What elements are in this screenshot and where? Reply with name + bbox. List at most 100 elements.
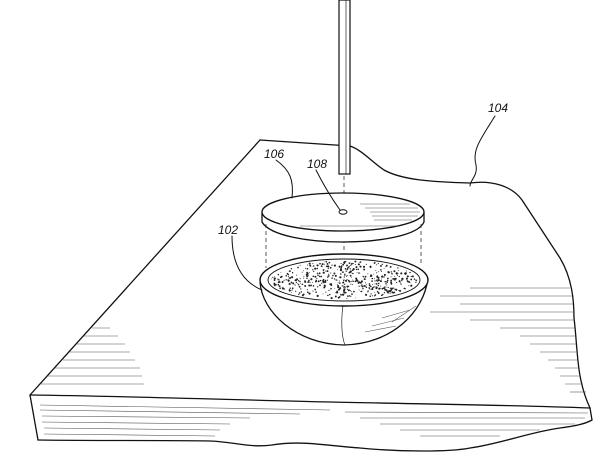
speckle-dot xyxy=(344,268,347,270)
speckle-dot xyxy=(374,291,376,293)
speckle-dot xyxy=(323,261,325,263)
speckle-dot xyxy=(377,282,380,285)
speckle-dot xyxy=(316,277,318,279)
speckle-dot xyxy=(289,277,292,279)
speckle-dot xyxy=(338,265,341,268)
speckle-dot xyxy=(345,270,347,272)
speckle-dot xyxy=(312,265,315,267)
speckle-dot xyxy=(381,275,384,278)
speckle-dot xyxy=(342,271,344,273)
speckle-dot xyxy=(333,264,336,267)
speckle-dot xyxy=(326,270,329,273)
speckle-dot xyxy=(350,280,352,283)
speckle-dot xyxy=(387,291,389,294)
speckle-dot xyxy=(377,292,379,294)
speckle-dot xyxy=(346,269,348,271)
speckle-dot xyxy=(389,290,392,293)
speckle-dot xyxy=(304,280,307,283)
speckle-dot xyxy=(343,289,346,292)
speckle-dot xyxy=(279,281,281,283)
speckle-dot xyxy=(336,284,338,286)
speckle-dot xyxy=(333,272,336,275)
speckle-dot xyxy=(308,279,310,282)
speckle-dot xyxy=(316,267,319,270)
speckle-dot xyxy=(369,295,371,297)
speckle-dot xyxy=(306,272,309,275)
speckle-dot xyxy=(368,287,371,289)
speckle-dot xyxy=(346,285,349,288)
speckle-dot xyxy=(371,287,374,289)
speckle-dot xyxy=(310,284,312,287)
speckle-dot xyxy=(343,286,345,289)
speckle-dot xyxy=(389,287,392,289)
speckle-dot xyxy=(297,266,299,269)
speckle-dot xyxy=(282,287,284,290)
label-108: 108 xyxy=(307,157,327,171)
speckle-dot xyxy=(329,283,331,285)
speckle-dot xyxy=(291,272,294,274)
speckle-dot xyxy=(299,280,301,283)
speckle-dot xyxy=(325,291,327,293)
speckle-dot xyxy=(343,280,345,282)
speckle-dot xyxy=(322,271,325,274)
speckle-dot xyxy=(303,270,305,272)
speckle-dot xyxy=(376,290,379,293)
speckle-dot xyxy=(324,280,326,281)
speckle-dot xyxy=(362,287,364,290)
speckle-dot xyxy=(360,280,363,283)
speckle-dot xyxy=(288,289,291,291)
speckle-dot xyxy=(295,281,298,284)
speckle-dot xyxy=(376,280,378,282)
speckle-dot xyxy=(400,272,403,275)
speckle-dot xyxy=(348,289,350,291)
speckle-dot xyxy=(405,277,408,280)
speckle-dot xyxy=(406,270,407,272)
speckle-dot xyxy=(380,268,382,271)
speckle-dot xyxy=(397,273,399,274)
speckle-dot xyxy=(329,293,331,296)
speckle-dot xyxy=(365,263,367,265)
speckle-dot xyxy=(307,291,309,294)
speckle-dot xyxy=(301,271,303,273)
speckle-dot xyxy=(376,264,378,266)
speckle-dot xyxy=(337,284,340,288)
speckle-dot xyxy=(373,286,375,288)
speckle-dot xyxy=(389,266,392,268)
speckle-dot xyxy=(349,294,351,297)
speckle-dot xyxy=(354,280,357,283)
speckle-dot xyxy=(394,276,396,278)
speckle-dot xyxy=(283,279,285,281)
speckle-dot xyxy=(335,279,337,281)
speckle-dot xyxy=(393,287,395,289)
surface-front-right xyxy=(589,407,593,421)
speckle-dot xyxy=(390,281,393,284)
speckle-dot xyxy=(357,268,360,271)
speckle-dot xyxy=(320,265,323,267)
speckle-dot xyxy=(376,272,378,274)
surface-front-top xyxy=(29,394,591,409)
speckle-dot xyxy=(309,264,312,267)
speckle-dot xyxy=(287,274,290,276)
speckle-dot xyxy=(274,276,276,277)
speckle-dot xyxy=(306,277,308,279)
speckle-dot xyxy=(373,273,375,275)
speckle-dot xyxy=(287,281,289,283)
speckle-dot xyxy=(352,280,354,283)
speckle-dot xyxy=(390,282,393,285)
speckle-dot xyxy=(355,266,358,269)
leader-102 xyxy=(231,235,263,291)
speckle-dot xyxy=(350,283,352,285)
speckle-dot xyxy=(383,276,385,278)
speckle-dot xyxy=(287,279,290,282)
speckle-dot xyxy=(385,282,387,285)
speckle-dot xyxy=(317,274,319,276)
speckle-dot xyxy=(381,287,384,290)
speckle-dot xyxy=(340,273,342,275)
speckle-dot xyxy=(281,281,284,283)
speckle-dot xyxy=(300,291,303,293)
speckle-dot xyxy=(386,279,389,282)
speckle-dot xyxy=(328,274,330,276)
speckle-dot xyxy=(415,279,418,282)
speckle-dot xyxy=(380,285,382,287)
speckle-dot xyxy=(401,277,404,280)
